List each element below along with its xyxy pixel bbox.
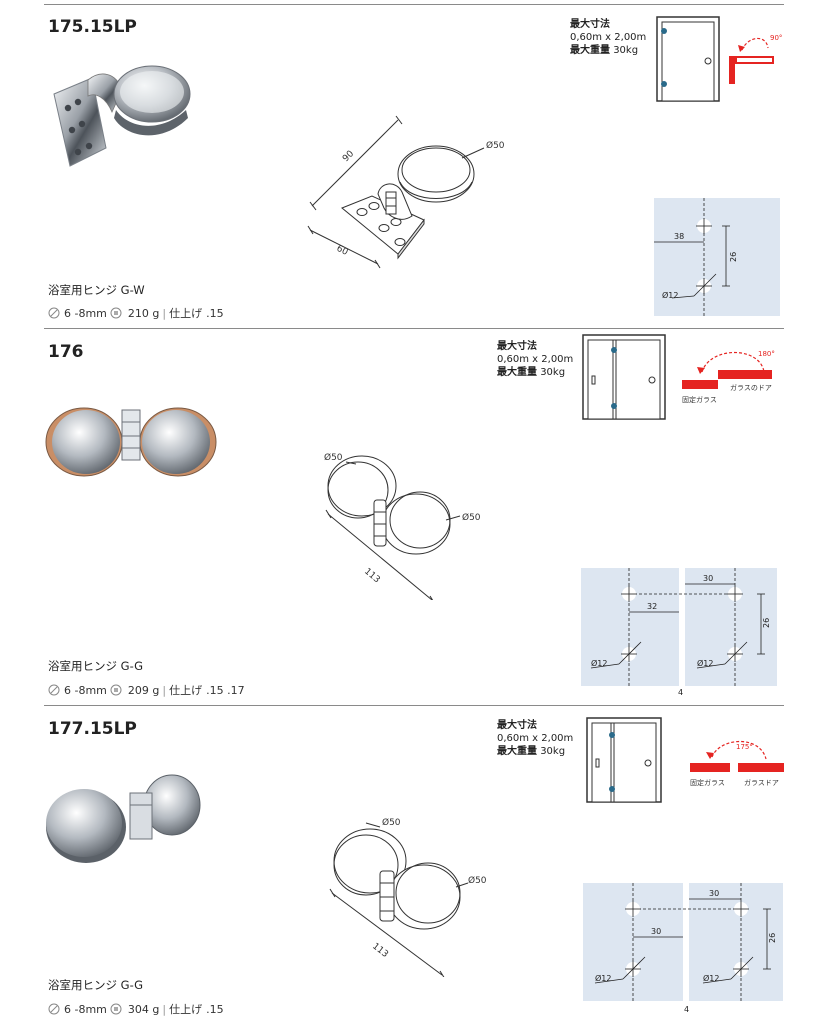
product-code: 176: [48, 342, 84, 362]
hole-offset: 30: [651, 927, 661, 936]
dim-diameter-left: Ø50: [324, 452, 343, 463]
glass-thickness: 6 -8mm: [64, 306, 107, 320]
dim-length: 113: [362, 567, 382, 586]
hole-diameter-left: Ø12: [595, 973, 611, 983]
max-weight-value: 30kg: [613, 45, 639, 56]
product-meta: 6 -8mm 210 g | 仕上げ .15: [48, 305, 224, 321]
max-weight-label: 最大重量: [497, 746, 537, 757]
hole-pattern-176: 30 32 26 Ø12 Ø12: [581, 568, 777, 686]
swing-angle: 90°: [770, 34, 782, 42]
finish-label: 仕上げ: [169, 1003, 203, 1016]
technical-drawing-175: 90 60 Ø50: [307, 115, 505, 269]
glass-thickness-icon: [48, 1003, 60, 1015]
product-weight: 209 g: [127, 683, 160, 697]
dim-length: 113: [370, 941, 390, 959]
door-glass-label: ガラスのドア: [730, 383, 772, 392]
hole-spacing: 26: [762, 618, 771, 628]
max-size-label: 最大寸法: [497, 341, 537, 352]
swing-angle: 175°: [736, 743, 753, 751]
weight-icon: [110, 684, 122, 696]
finish-label: 仕上げ: [169, 307, 203, 320]
dim-width: 60: [335, 244, 350, 258]
product-name: 浴室用ヒンジ G-G: [48, 978, 144, 992]
product-meta: 6 -8mm 209 g | 仕上げ .15 .17: [48, 682, 245, 698]
fixed-glass-label: 固定ガラス: [690, 778, 725, 787]
glass-thickness-icon: [48, 684, 60, 696]
door-glass-label: ガラスドア: [744, 778, 779, 787]
product-name: 浴室用ヒンジ G-W: [48, 283, 145, 297]
max-size-value: 0,60m x 2,00m: [570, 32, 647, 43]
section-divider: [44, 705, 784, 706]
section-divider: [44, 328, 784, 329]
weight-icon: [110, 307, 122, 319]
finish-codes: .15: [206, 306, 224, 320]
hole-offset: 32: [647, 602, 657, 611]
weight-icon: [110, 1003, 122, 1015]
hole-spacing: 26: [768, 933, 777, 943]
hole-diameter-right: Ø12: [703, 973, 719, 983]
spec-block: 最大寸法 0,60m x 2,00m 最大重量 30kg: [497, 340, 573, 379]
hole-offset: 38: [674, 232, 684, 241]
door-diagram-wall: [656, 16, 720, 102]
product-weight: 210 g: [127, 306, 160, 320]
product-code: 177.15LP: [48, 719, 137, 739]
finish-codes: .15 .17: [206, 683, 245, 697]
max-size-label: 最大寸法: [497, 720, 537, 731]
hole-diameter-right: Ø12: [697, 658, 713, 668]
hole-diameter-left: Ø12: [591, 658, 607, 668]
product-photo-hinge-gg-175: [46, 774, 201, 863]
swing-angle: 180°: [758, 350, 775, 358]
product-code: 175.15LP: [48, 17, 137, 37]
hole-top: 30: [709, 889, 719, 898]
max-size-label: 最大寸法: [570, 19, 610, 30]
finish-label: 仕上げ: [169, 684, 203, 697]
hole-pattern-177: 30 30 26 Ø12 Ø12: [583, 883, 783, 1001]
product-name: 浴室用ヒンジ G-G: [48, 659, 144, 673]
glass-thickness-icon: [48, 307, 60, 319]
hole-pattern-175: 38 26 Ø12: [654, 198, 780, 316]
glass-thickness: 6 -8mm: [64, 683, 107, 697]
dim-diameter-right: Ø50: [468, 875, 487, 886]
product-meta: 6 -8mm 304 g | 仕上げ .15: [48, 1001, 224, 1017]
spec-block: 最大寸法 0,60m x 2,00m 最大重量 30kg: [570, 18, 646, 57]
product-weight: 304 g: [127, 1002, 160, 1016]
hole-spacing: 26: [729, 252, 738, 262]
swing-diagram-175: 175° 固定ガラス ガラスドア: [690, 740, 784, 787]
dim-diameter-left: Ø50: [382, 817, 401, 828]
top-divider: [44, 4, 784, 5]
swing-diagram-90: 90°: [729, 34, 782, 84]
fixed-glass-label: 固定ガラス: [682, 395, 717, 404]
max-weight-value: 30kg: [540, 367, 566, 378]
technical-drawing-176: Ø50 Ø50 113: [324, 452, 481, 600]
hole-top: 30: [703, 574, 713, 583]
product-photo-hinge-gg: [45, 407, 217, 477]
dim-diameter: Ø50: [486, 140, 505, 151]
door-diagram-glass: [582, 334, 666, 420]
gap-dimension: 4: [678, 688, 684, 697]
spec-block: 最大寸法 0,60m x 2,00m 最大重量 30kg: [497, 719, 573, 758]
dim-diameter-right: Ø50: [462, 512, 481, 523]
max-weight-label: 最大重量: [497, 367, 537, 378]
finish-codes: .15: [206, 1002, 224, 1016]
gap-dimension: 4: [684, 1005, 690, 1014]
max-weight-label: 最大重量: [570, 45, 610, 56]
swing-diagram-180: 180° 固定ガラス ガラスのドア: [682, 350, 775, 404]
max-weight-value: 30kg: [540, 746, 566, 757]
max-size-value: 0,60m x 2,00m: [497, 354, 574, 365]
glass-thickness: 6 -8mm: [64, 1002, 107, 1016]
product-photo-hinge-gw: [53, 65, 191, 167]
hole-diameter: Ø12: [662, 290, 678, 300]
dim-length: 90: [341, 149, 356, 164]
technical-drawing-177: Ø50 Ø50 113: [329, 817, 487, 977]
max-size-value: 0,60m x 2,00m: [497, 733, 574, 744]
door-diagram-glass: [586, 717, 662, 803]
